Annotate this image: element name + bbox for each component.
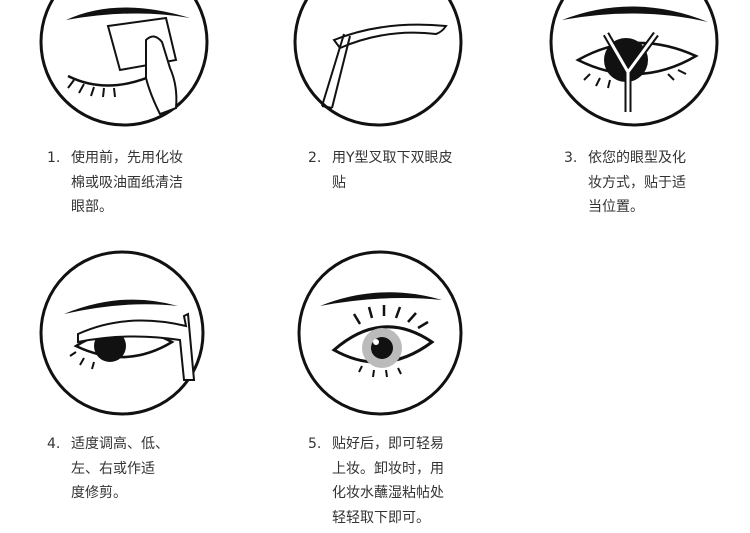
eye-cleaning-icon bbox=[39, 0, 209, 127]
step-1-illustration bbox=[38, 0, 210, 128]
step-number: 1. bbox=[47, 150, 61, 166]
step-number: 4. bbox=[47, 436, 61, 452]
step-text: 用Y型叉取下双眼皮 贴 bbox=[332, 150, 453, 191]
step-2-illustration bbox=[292, 0, 464, 128]
step-text: 依您的眼型及化 妆方式，贴于适 当位置。 bbox=[588, 150, 686, 215]
step-5-illustration bbox=[296, 250, 464, 416]
step-1-caption: 1. 使用前，先用化妆 棉或吸油面纸清洁 眼部。 bbox=[47, 146, 183, 220]
step-text: 贴好后，即可轻易 上妆。卸妆时，用 化妆水蘸湿粘帖处 轻轻取下即可。 bbox=[332, 436, 444, 526]
step-3-illustration bbox=[548, 0, 720, 128]
step-2-caption: 2. 用Y型叉取下双眼皮 贴 bbox=[308, 146, 453, 195]
step-number: 5. bbox=[308, 436, 322, 452]
step-3-caption: 3. 依您的眼型及化 妆方式，贴于适 当位置。 bbox=[564, 146, 686, 220]
eye-adjust-icon bbox=[39, 250, 205, 416]
step-4-illustration bbox=[38, 250, 206, 416]
tweezers-strip-icon bbox=[293, 0, 463, 127]
eye-y-fork-icon bbox=[549, 0, 719, 127]
step-4-caption: 4. 适度调高、低、 左、右或作适 度修剪。 bbox=[47, 432, 169, 506]
finished-eye-icon bbox=[297, 250, 463, 416]
step-text: 使用前，先用化妆 棉或吸油面纸清洁 眼部。 bbox=[71, 150, 183, 215]
step-text: 适度调高、低、 左、右或作适 度修剪。 bbox=[71, 436, 169, 501]
step-5-caption: 5. 贴好后，即可轻易 上妆。卸妆时，用 化妆水蘸湿粘帖处 轻轻取下即可。 bbox=[308, 432, 444, 530]
step-number: 3. bbox=[564, 150, 578, 166]
step-number: 2. bbox=[308, 150, 322, 166]
